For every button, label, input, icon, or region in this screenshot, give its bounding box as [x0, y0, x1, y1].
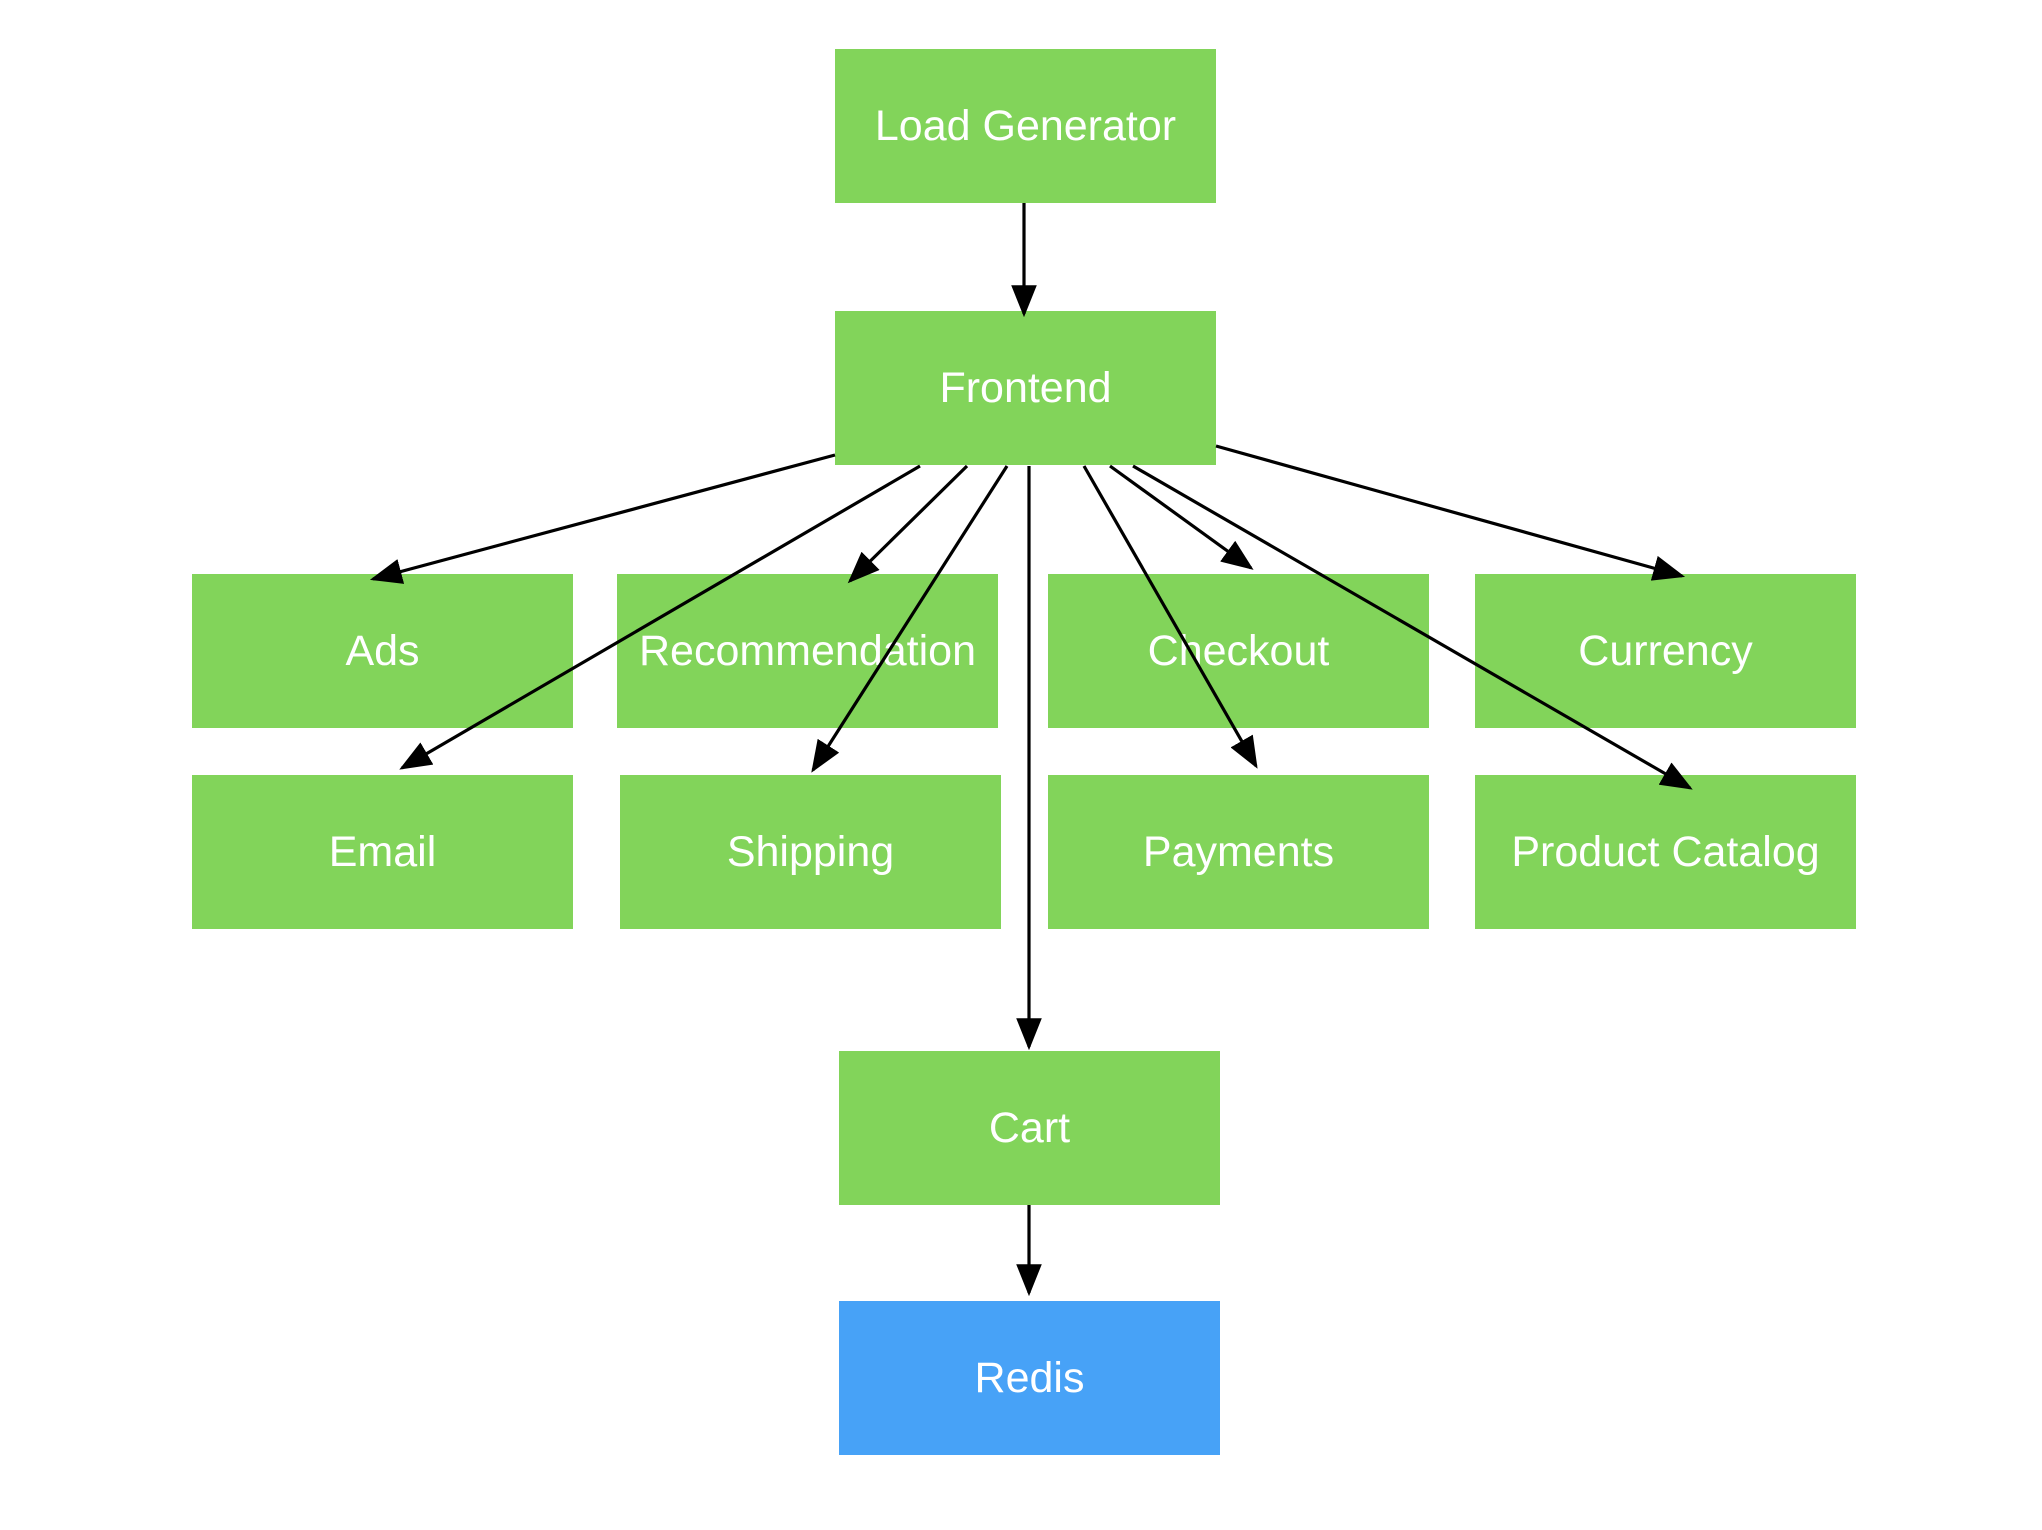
node-recommendation: Recommendation — [617, 574, 998, 728]
node-ads: Ads — [192, 574, 573, 728]
node-load-generator: Load Generator — [835, 49, 1216, 203]
node-cart: Cart — [839, 1051, 1220, 1205]
edge-frontend-ads — [369, 453, 836, 584]
edge-frontend-checkout — [1109, 464, 1254, 570]
node-payments: Payments — [1048, 775, 1429, 929]
node-product-catalog: Product Catalog — [1475, 775, 1856, 929]
edge-frontend-recommendation — [847, 464, 969, 584]
node-frontend: Frontend — [835, 311, 1216, 465]
node-checkout: Checkout — [1048, 574, 1429, 728]
edge-frontend-currency — [1215, 444, 1686, 581]
node-currency: Currency — [1475, 574, 1856, 728]
node-email: Email — [192, 775, 573, 929]
node-redis: Redis — [839, 1301, 1220, 1455]
node-shipping: Shipping — [620, 775, 1001, 929]
